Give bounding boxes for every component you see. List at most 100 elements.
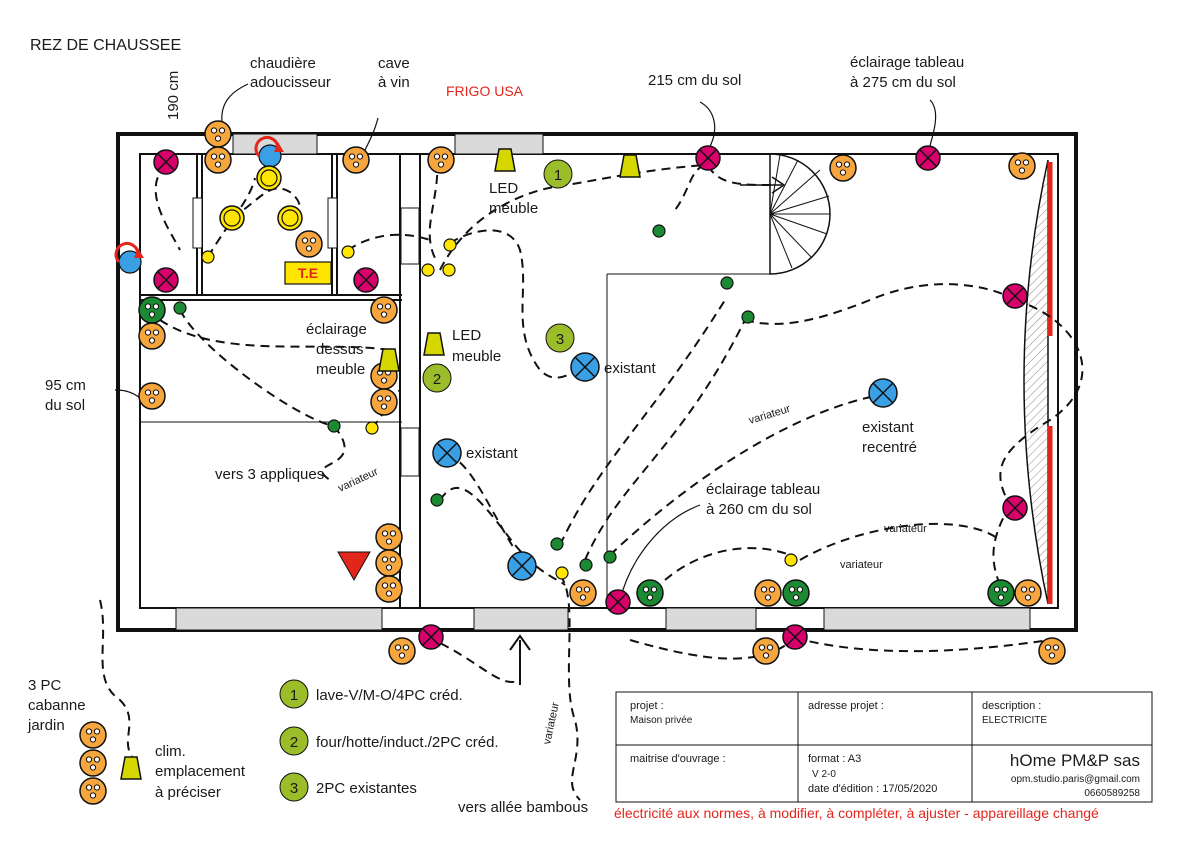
label-appliques: vers 3 appliques	[215, 466, 324, 483]
label-recentre: recentré	[862, 439, 917, 456]
light-outlet	[915, 145, 941, 171]
led-fixture-icon	[619, 154, 641, 178]
warning-triangle-icon	[337, 551, 371, 582]
switch-icon	[652, 224, 666, 238]
green-socket	[782, 579, 810, 607]
zone-marker-1: 1	[554, 167, 562, 184]
socket	[370, 388, 398, 416]
label-existant-2: existant	[466, 445, 519, 462]
switch-icon	[784, 553, 798, 567]
light-outlet	[695, 145, 721, 171]
label-clim-1: clim.	[155, 743, 186, 760]
label-height-190: 190 cm	[165, 71, 182, 120]
switch-icon	[550, 537, 564, 551]
ceiling-light-icon	[570, 352, 600, 382]
label-clim-2: emplacement	[155, 763, 246, 780]
tb-description-value: ELECTRICITE	[982, 715, 1047, 726]
label-adoucisseur: adoucisseur	[250, 74, 331, 91]
tb-company: hOme PM&P sas	[1010, 751, 1140, 770]
socket	[342, 146, 370, 174]
spot-light-icon	[219, 205, 245, 231]
spot-light-icon	[277, 205, 303, 231]
label-a-vin: à vin	[378, 74, 410, 91]
label-variateur-5: variateur	[541, 701, 562, 746]
tb-format: format : A3	[808, 753, 861, 765]
label-tableau-275-2: à 275 cm du sol	[850, 74, 956, 91]
label-chaudiere: chaudière	[250, 55, 316, 72]
socket	[427, 146, 455, 174]
tb-projet-value: Maison privée	[630, 715, 693, 726]
tb-description-label: description :	[982, 700, 1041, 712]
label-95-1: 95 cm	[45, 377, 86, 394]
extractor-icon	[114, 241, 144, 274]
switch-icon	[201, 250, 215, 264]
legend-text-1: lave-V/M-O/4PC créd.	[316, 687, 463, 704]
label-allee: vers allée bambous	[458, 799, 588, 816]
switch-icon	[365, 421, 379, 435]
socket	[1008, 152, 1036, 180]
extractor-icons	[114, 135, 284, 274]
socket	[79, 777, 107, 805]
arrows	[509, 176, 786, 685]
switch-icon	[173, 301, 187, 315]
legend-text-3: 2PC existantes	[316, 780, 417, 797]
zone-marker-2: 2	[433, 371, 441, 388]
label-existant-3: existant	[862, 419, 915, 436]
light-outlet	[153, 149, 179, 175]
tb-projet-label: projet :	[630, 700, 664, 712]
label-cave: cave	[378, 55, 410, 72]
led-fixture-icon	[378, 348, 400, 372]
legend: 1 lave-V/M-O/4PC créd. 2 four/hotte/indu…	[279, 679, 499, 802]
label-tableau-260-1: éclairage tableau	[706, 481, 820, 498]
spot-light-icon	[256, 165, 282, 191]
socket	[1014, 579, 1042, 607]
label-variateur-1: variateur	[747, 403, 792, 427]
socket	[370, 296, 398, 324]
light-outlet	[1002, 283, 1028, 309]
footer-note: électricité aux normes, à modifier, à co…	[614, 805, 1099, 821]
label-95-2: du sol	[45, 397, 85, 414]
socket	[79, 721, 107, 749]
socket	[295, 230, 323, 258]
led-fixture-icon	[494, 148, 516, 172]
legend-num-2: 2	[290, 734, 298, 751]
plan-labels: 190 cm chaudière adoucisseur cave à vin …	[27, 54, 964, 816]
label-variateur-4: variateur	[840, 559, 883, 571]
label-cabanne-1: 3 PC	[28, 677, 62, 694]
label-led-meuble-1a: LED	[489, 180, 518, 197]
led-fixture-icon	[120, 756, 142, 780]
label-existant-1: existant	[604, 360, 657, 377]
switch-icon	[603, 550, 617, 564]
legend-text-2: four/hotte/induct./2PC créd.	[316, 734, 499, 751]
light-outlet	[353, 267, 379, 293]
tb-version: V 2-0	[812, 769, 836, 780]
switch-icon	[327, 419, 341, 433]
legend-num-3: 3	[290, 780, 298, 797]
title-block: projet : Maison privée adresse projet : …	[615, 691, 1153, 803]
switches	[173, 224, 798, 580]
label-cabanne-2: cabanne	[28, 697, 86, 714]
panel-label: T.E	[298, 265, 318, 281]
label-frigo: FRIGO USA	[446, 83, 524, 99]
spot-lights	[219, 165, 303, 231]
socket	[79, 749, 107, 777]
label-eclairage-1: éclairage	[306, 321, 367, 338]
light-outlet	[605, 589, 631, 615]
green-socket	[636, 579, 664, 607]
tb-date: date d'édition : 17/05/2020	[808, 783, 937, 795]
legend-num-1: 1	[290, 687, 298, 704]
tb-maitrise-label: maitrise d'ouvrage :	[630, 753, 726, 765]
label-led-meuble-2a: LED	[452, 327, 481, 344]
socket	[375, 523, 403, 551]
tb-phone: 0660589258	[1084, 788, 1140, 799]
socket	[375, 549, 403, 577]
light-outlet	[1002, 495, 1028, 521]
ceiling-light-icon	[507, 551, 537, 581]
switch-icon	[579, 558, 593, 572]
label-variateur-2: variateur	[336, 466, 380, 495]
label-led-meuble-2b: meuble	[452, 348, 501, 365]
electrical-panel: T.E	[284, 261, 332, 285]
light-outlet	[153, 267, 179, 293]
socket	[1038, 637, 1066, 665]
